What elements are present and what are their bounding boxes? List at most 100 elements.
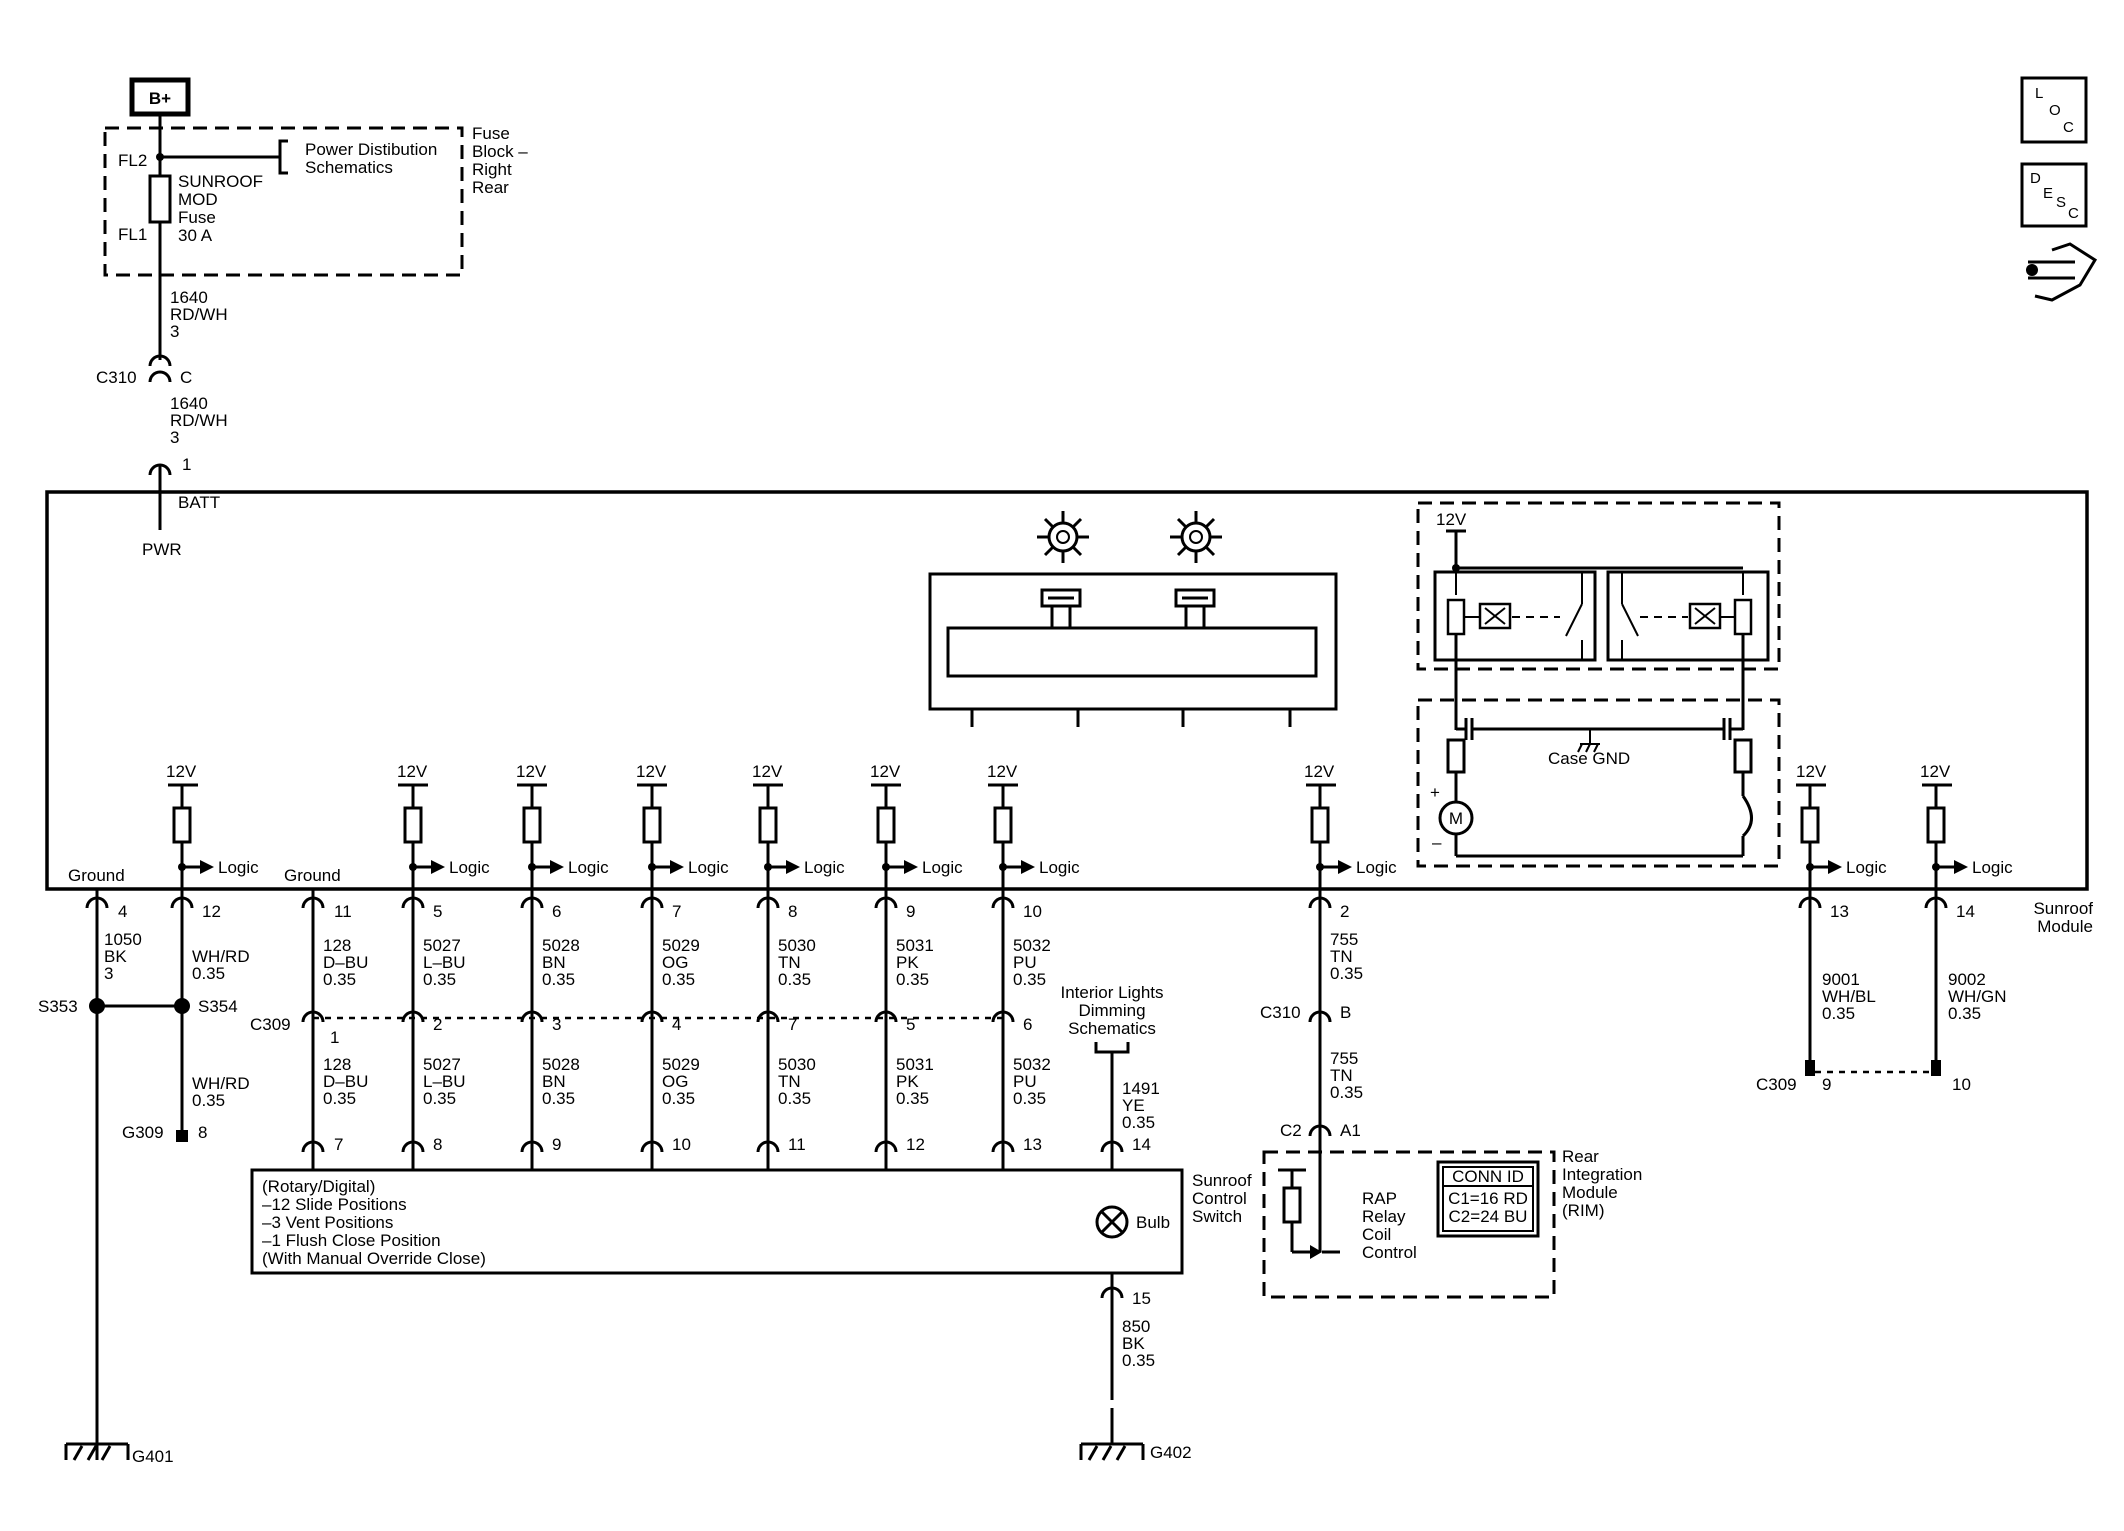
wire-color: TN bbox=[778, 953, 801, 972]
wire-label-755-a: 755 TN 0.35 bbox=[1330, 930, 1363, 983]
wire-size: 0.35 bbox=[542, 970, 575, 989]
wire-color: OG bbox=[662, 953, 688, 972]
wire-label-755-b: 755 TN 0.35 bbox=[1330, 1049, 1363, 1102]
wire-size: 0.35 bbox=[1013, 970, 1046, 989]
arrow-icon bbox=[904, 860, 918, 874]
connector-view-icon[interactable] bbox=[2026, 242, 2098, 302]
c309-pin-9: 9 bbox=[1822, 1075, 1831, 1094]
switch-pin-7 bbox=[301, 1140, 325, 1153]
wire-size: 0.35 bbox=[662, 970, 695, 989]
svg-text:Relay: Relay bbox=[1362, 1207, 1406, 1226]
wire-label-128-b: 128 D–BU 0.35 bbox=[323, 1055, 368, 1108]
sunroof-module-label: Sunroof Module bbox=[2033, 899, 2093, 936]
switch-pin-number: 12 bbox=[906, 1135, 925, 1154]
c310-top-connector bbox=[148, 370, 172, 383]
svg-text:Dimming: Dimming bbox=[1078, 1001, 1145, 1020]
battery-label: B+ bbox=[149, 89, 171, 108]
svg-text:D–BU: D–BU bbox=[323, 953, 368, 972]
module-pin-number: 10 bbox=[1023, 902, 1042, 921]
wire-size: 0.35 bbox=[896, 970, 929, 989]
c309-pin-number: 3 bbox=[552, 1015, 561, 1034]
motor-minus: – bbox=[1432, 833, 1442, 852]
wire-color: PU bbox=[1013, 953, 1037, 972]
sunroof-fuse bbox=[148, 174, 172, 224]
svg-text:3: 3 bbox=[170, 322, 179, 341]
c309-pin-1 bbox=[301, 1010, 325, 1023]
logic-12v-pin14: 12V Logic bbox=[1920, 762, 2013, 1072]
v12-label: 12V bbox=[516, 762, 547, 781]
module-pin-connector bbox=[874, 896, 898, 909]
module-pin-connector bbox=[756, 896, 780, 909]
svg-text:WH/GN: WH/GN bbox=[1948, 987, 2007, 1006]
svg-text:WH/RD: WH/RD bbox=[192, 1074, 250, 1093]
wire-size: 0.35 bbox=[423, 1089, 456, 1108]
desc-icon[interactable]: D E S C bbox=[2020, 162, 2088, 228]
batt-label: BATT bbox=[178, 493, 220, 512]
svg-text:0.35: 0.35 bbox=[1822, 1004, 1855, 1023]
module-pin-connector bbox=[520, 896, 544, 909]
g402-label: G402 bbox=[1150, 1443, 1192, 1462]
relay-12v-label: 12V bbox=[1436, 510, 1467, 529]
wire-circuit: 5031 bbox=[896, 1055, 934, 1074]
svg-text:0.35: 0.35 bbox=[323, 970, 356, 989]
pwr-label: PWR bbox=[142, 540, 182, 559]
svg-text:MOD: MOD bbox=[178, 190, 218, 209]
svg-text:30 A: 30 A bbox=[178, 226, 213, 245]
bulb-icon bbox=[1095, 1205, 1129, 1239]
wire-color: OG bbox=[662, 1072, 688, 1091]
logic-label: Logic bbox=[922, 858, 963, 877]
switch-pin-connector bbox=[991, 1140, 1015, 1153]
pullup-resistor bbox=[876, 806, 896, 844]
arrow-icon bbox=[550, 860, 564, 874]
logic-12v-pin13: 12V Logic bbox=[1796, 762, 1887, 1072]
wire-color: PK bbox=[896, 1072, 919, 1091]
module-pin-connector bbox=[640, 896, 664, 909]
svg-text:12V: 12V bbox=[1304, 762, 1335, 781]
logic-label: Logic bbox=[804, 858, 845, 877]
switch-pin-number: 10 bbox=[672, 1135, 691, 1154]
svg-text:755: 755 bbox=[1330, 930, 1358, 949]
svg-text:C: C bbox=[2068, 205, 2079, 222]
wire-color: BN bbox=[542, 1072, 566, 1091]
pin-13: 13 bbox=[1830, 902, 1849, 921]
arrow-icon bbox=[1021, 860, 1035, 874]
svg-text:128: 128 bbox=[323, 1055, 351, 1074]
pin-11-connector bbox=[301, 896, 325, 909]
wire-size: 0.35 bbox=[662, 1089, 695, 1108]
svg-text:Coil: Coil bbox=[1362, 1225, 1391, 1244]
wire-size: 0.35 bbox=[778, 970, 811, 989]
logic-label: Logic bbox=[688, 858, 729, 877]
svg-text:YE: YE bbox=[1122, 1096, 1145, 1115]
loc-icon[interactable]: L O C bbox=[2020, 76, 2088, 144]
module-pin-number: 9 bbox=[906, 902, 915, 921]
logic-12v-pin2: 12V Logic bbox=[1304, 762, 1397, 1252]
svg-text:Control: Control bbox=[1192, 1189, 1247, 1208]
svg-text:Module: Module bbox=[1562, 1183, 1618, 1202]
svg-text:128: 128 bbox=[323, 936, 351, 955]
fuse-block-label: Fuse Block – Right Rear bbox=[472, 124, 528, 197]
svg-text:Logic: Logic bbox=[1846, 858, 1887, 877]
svg-text:WH/RD: WH/RD bbox=[192, 947, 250, 966]
svg-text:12V: 12V bbox=[1920, 762, 1951, 781]
switch-pin-number: 11 bbox=[788, 1135, 806, 1154]
pds-link[interactable]: Power Distibution Schematics bbox=[305, 140, 437, 177]
c309-pin-number: 5 bbox=[906, 1015, 915, 1034]
bulb-label: Bulb bbox=[1136, 1213, 1170, 1232]
module-pin-number: 6 bbox=[552, 902, 561, 921]
interior-lights-link[interactable]: Interior Lights Dimming Schematics bbox=[1061, 983, 1164, 1038]
svg-text:–1 Flush Close Position: –1 Flush Close Position bbox=[262, 1231, 441, 1250]
svg-text:RD/WH: RD/WH bbox=[170, 305, 228, 324]
switch-pin-connector bbox=[401, 1140, 425, 1153]
wire-circuit: 5032 bbox=[1013, 1055, 1051, 1074]
svg-text:BK: BK bbox=[104, 947, 127, 966]
fl1-label: FL1 bbox=[118, 225, 147, 244]
pin-2: 2 bbox=[1340, 902, 1349, 921]
wire-circuit: 5027 bbox=[423, 1055, 461, 1074]
svg-text:Right: Right bbox=[472, 160, 512, 179]
svg-text:0.35: 0.35 bbox=[1122, 1113, 1155, 1132]
switch-pin-connector bbox=[874, 1140, 898, 1153]
svg-text:(Rotary/Digital): (Rotary/Digital) bbox=[262, 1177, 375, 1196]
